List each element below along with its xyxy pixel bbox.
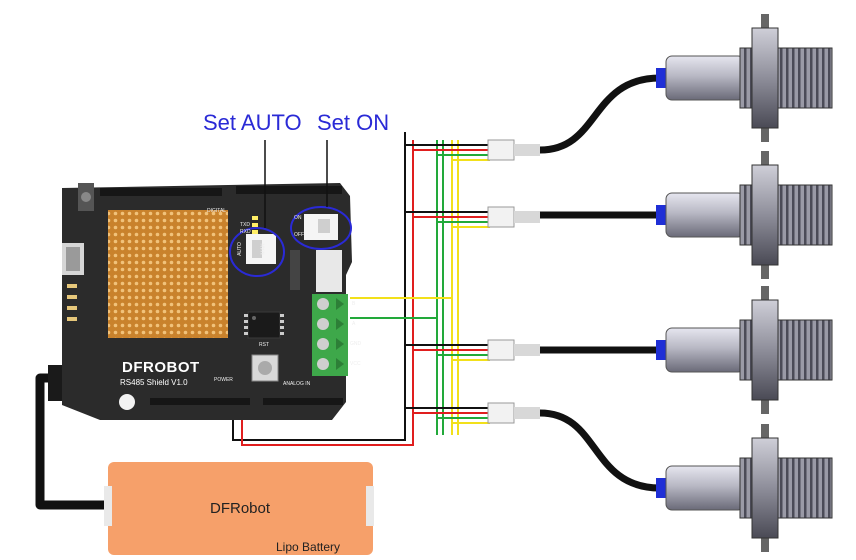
auto-man-switch [246, 234, 276, 264]
rs485-chip [244, 311, 284, 339]
terminal-b-label: B [352, 301, 356, 307]
terminal-a-label: A [352, 321, 356, 327]
connector-boot [514, 144, 540, 156]
on-label: ON [294, 215, 302, 221]
sensor-3 [487, 286, 833, 414]
jst-connector [487, 402, 515, 424]
on-switch-highlight [290, 206, 352, 250]
status-leds [252, 216, 258, 234]
sensor-body [665, 327, 745, 373]
analog-header [263, 398, 343, 405]
txd-label: TXD [240, 222, 250, 228]
sensor-cable-gland [656, 340, 668, 360]
auto-switch-highlight [229, 227, 285, 277]
off-label: OFF [294, 232, 304, 238]
sensor-cable-gland [656, 478, 668, 498]
prototyping-area [108, 210, 228, 338]
sensor-cable [536, 74, 664, 154]
connector-boot [514, 344, 540, 356]
mounting-hole [119, 394, 135, 410]
power-header [150, 398, 250, 405]
sensor-nut [751, 27, 779, 129]
jst-connector [487, 139, 515, 161]
rst-label: RST [259, 342, 269, 348]
board-model: RS485 Shield V1.0 [120, 378, 188, 387]
set-auto-label: Set AUTO [203, 110, 302, 135]
sensor-cable-gland [656, 205, 668, 225]
rs485-bus-wires [350, 297, 452, 319]
digital-header [100, 186, 342, 196]
jst-connector [487, 206, 515, 228]
sensor-2 [487, 151, 833, 279]
sensor-body [665, 192, 745, 238]
sensor-body [665, 465, 745, 511]
jst-connector [487, 339, 515, 361]
connector-boot [514, 407, 540, 419]
sensor-nut [751, 437, 779, 539]
terminal-gnd-label: GND [350, 341, 362, 347]
man-label: MAN [260, 243, 267, 255]
sensor-branch-wires [405, 144, 490, 424]
terminal-vcc-label: VCC [350, 361, 361, 367]
on-off-switch [304, 214, 338, 240]
connector-boot [514, 211, 540, 223]
sensor-cable [536, 409, 664, 492]
sensor-4 [487, 402, 833, 552]
sensor-1 [487, 14, 833, 161]
board-brand: DFROBOT [122, 359, 200, 376]
connector-white [316, 250, 342, 292]
sensor-nut [751, 299, 779, 401]
rs485-shield-board [62, 183, 352, 420]
battery-type: Lipo Battery [276, 540, 341, 554]
rxd-label: RXD [240, 229, 251, 235]
lipo-battery [104, 462, 374, 555]
set-on-label: Set ON [317, 110, 390, 135]
left-components [67, 284, 77, 321]
bus-rails [404, 132, 459, 445]
sensors-group [487, 14, 833, 552]
battery-brand: DFRobot [210, 500, 271, 517]
sensor-nut [751, 164, 779, 266]
terminal-block [312, 294, 348, 376]
sensor-body [665, 55, 745, 101]
digital-label: DIGITAL [207, 208, 227, 214]
reset-button [251, 354, 279, 382]
sensor-cable-gland [656, 68, 668, 88]
analog-in-label: ANALOG IN [283, 381, 311, 387]
auto-label: AUTO [236, 242, 243, 256]
jumper-pins [290, 250, 300, 290]
power-label: POWER [214, 377, 233, 383]
